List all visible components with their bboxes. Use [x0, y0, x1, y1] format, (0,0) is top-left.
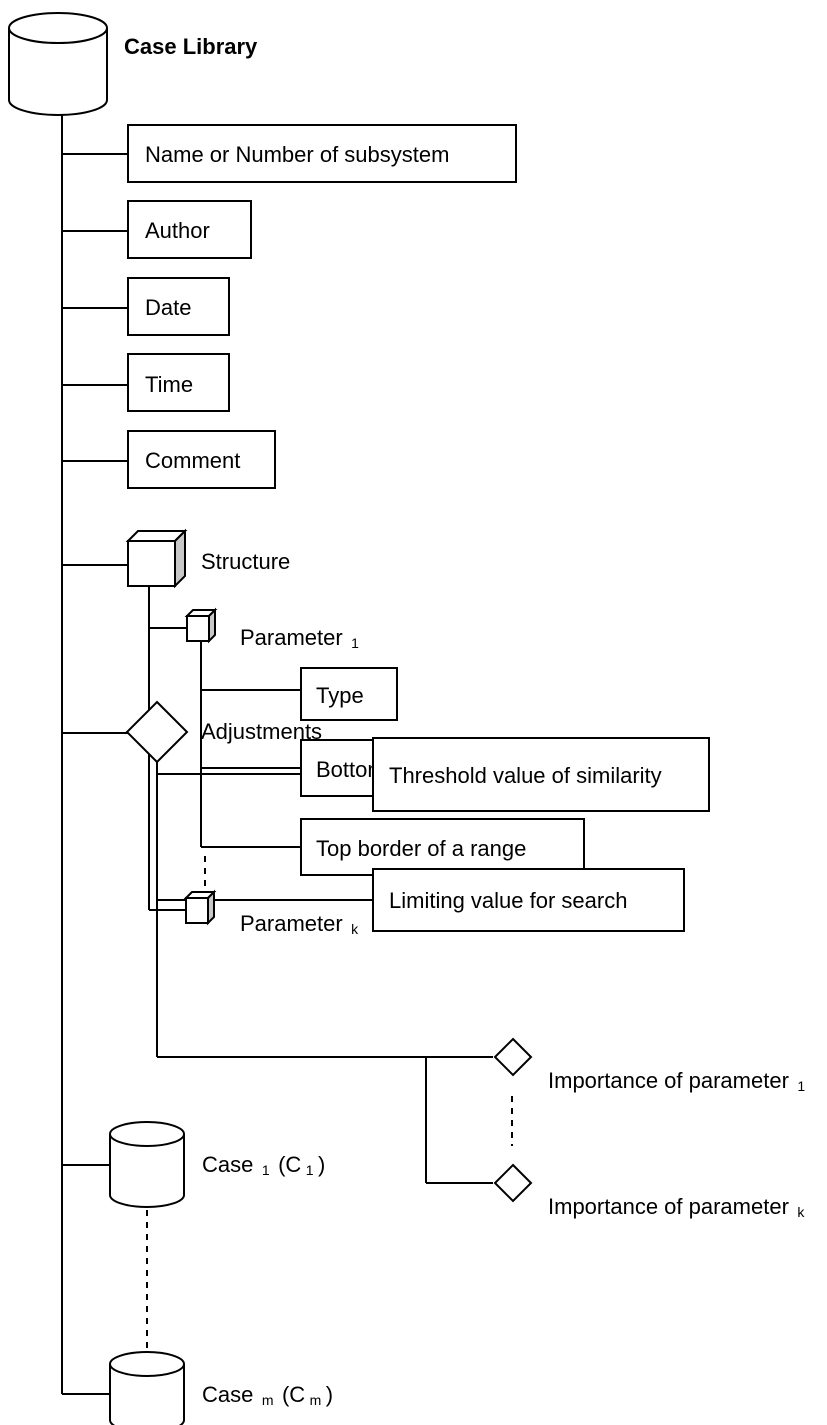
- importance-last-diamond-icon: [493, 1163, 533, 1203]
- adjustment-label-threshold: Threshold value of similarity: [389, 763, 662, 788]
- parameter-last-cube-icon: [183, 889, 217, 926]
- case-first-label: Case 1 (C 1 ): [202, 1152, 325, 1179]
- case-first-database-icon: [109, 1121, 185, 1208]
- case-library-title: Case Library: [124, 34, 258, 59]
- field-label-date: Date: [145, 295, 191, 320]
- case-last-label: Case m (C m ): [202, 1382, 333, 1409]
- importance-first-label: Importance of parameter 1: [548, 1068, 805, 1094]
- adjustments-label: Adjustments: [201, 719, 322, 744]
- param-field-label-top-border: Top border of a range: [316, 836, 526, 861]
- param-field-box-type: [300, 667, 398, 721]
- adjustments-diamond-icon: [125, 700, 189, 764]
- field-box-date: [127, 277, 230, 336]
- adjustment-label-limiting: Limiting value for search: [389, 888, 627, 913]
- structure-label: Structure: [201, 549, 290, 574]
- field-box-comment: [127, 430, 276, 489]
- field-box-time: [127, 353, 230, 412]
- connector-lines: [61, 100, 513, 1395]
- adjustment-box-threshold: [372, 737, 710, 812]
- case-library-database-icon: [8, 12, 108, 116]
- param-field-label-type: Type: [316, 683, 364, 708]
- case-last-database-icon: [109, 1351, 185, 1425]
- importance-first-diamond-icon: [493, 1037, 533, 1077]
- param-field-box-top-border: [300, 818, 585, 876]
- adjustment-box-limiting: [372, 868, 685, 932]
- field-label-name: Name or Number of subsystem: [145, 142, 449, 167]
- field-label-comment: Comment: [145, 448, 240, 473]
- parameter-first-label: Parameter 1: [240, 625, 359, 651]
- importance-last-label: Importance of parameter k: [548, 1194, 805, 1220]
- field-box-name: [127, 124, 517, 183]
- field-label-time: Time: [145, 372, 193, 397]
- field-box-author: [127, 200, 252, 259]
- field-label-author: Author: [145, 218, 210, 243]
- structure-cube-icon: [125, 528, 188, 589]
- parameter-first-cube-icon: [184, 607, 218, 644]
- parameter-last-label: Parameter k: [240, 911, 359, 937]
